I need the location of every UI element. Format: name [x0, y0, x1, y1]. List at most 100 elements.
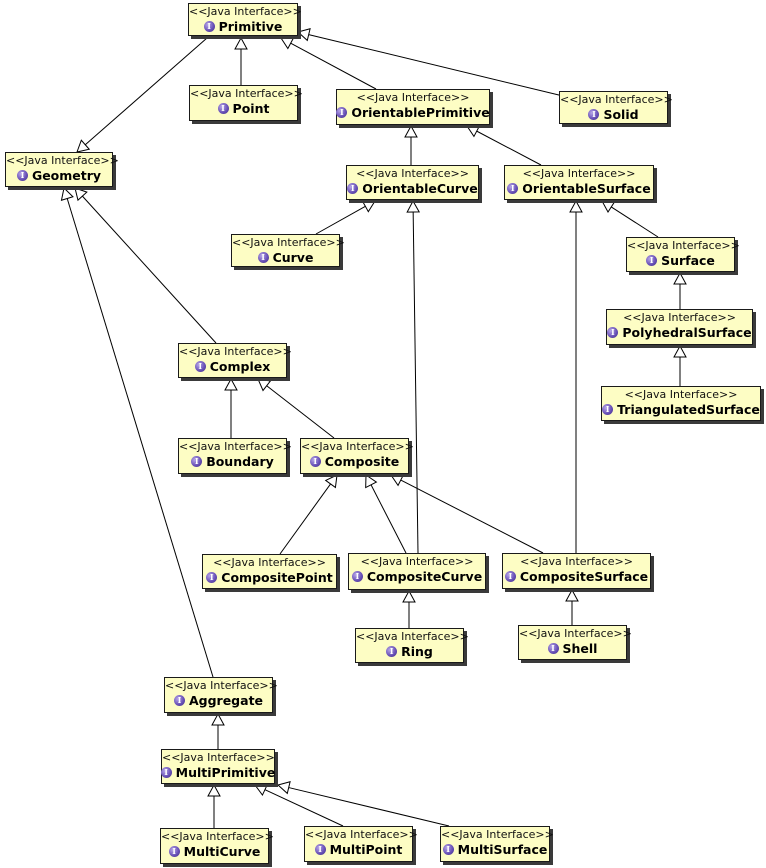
interface-icon: I [191, 456, 203, 467]
generalization-arrowhead [74, 187, 88, 202]
edge-line [400, 479, 544, 554]
stereotype-label: <<Java Interface>> [213, 556, 326, 569]
generalization-arrowhead [276, 781, 291, 795]
generalization-arrowhead [280, 37, 295, 50]
inherits-edge-CompositeCurve-to-Composite [365, 474, 407, 554]
stereotype-label: <<Java Interface>> [356, 91, 470, 104]
inherits-edge-MultiPrimitive-to-Aggregate [211, 712, 225, 749]
stereotype-label: <<Java Interface>> [356, 630, 469, 643]
interface-name: Ring [401, 644, 433, 659]
interface-icon: I [257, 252, 269, 263]
interface-name: OrientableSurface [522, 181, 651, 196]
generalization-arrowhead [361, 200, 376, 213]
interface-name: Surface [661, 253, 715, 268]
inherits-edge-TriangulatedSurface-to-PolyhedralSurface [673, 344, 687, 386]
edge-line [412, 211, 419, 554]
inherits-edge-PolyhedralSurface-to-Surface [673, 271, 687, 309]
stereotype-label: <<Java Interface>> [623, 311, 736, 324]
interface-icon: I [173, 695, 185, 706]
inherits-edge-MultiSurface-to-MultiPrimitive [276, 781, 450, 827]
stereotype-label: <<Java Interface>> [165, 679, 278, 692]
inherits-edge-Curve-to-OrientableCurve [315, 200, 376, 235]
edge-line [610, 206, 659, 238]
stereotype-label: <<Java Interface>> [627, 239, 740, 252]
interface-icon: I [203, 21, 215, 32]
edge-line [288, 787, 450, 827]
edge-line [264, 789, 344, 827]
stereotype-label: <<Java Interface>> [560, 93, 673, 106]
generalization-arrowhead [211, 712, 225, 726]
interface-icon: I [194, 361, 206, 372]
interface-icon: I [309, 456, 321, 467]
generalization-arrowhead [324, 474, 338, 489]
stereotype-label: <<Java Interface>> [6, 154, 119, 167]
stereotype-label: <<Java Interface>> [356, 167, 469, 180]
generalization-arrowhead [565, 588, 579, 602]
generalization-arrowhead [254, 783, 269, 797]
interface-name: MultiCurve [183, 844, 261, 859]
interface-icon: I [547, 643, 559, 654]
inherits-edge-Solid-to-Primitive [296, 28, 564, 97]
generalization-arrowhead [76, 139, 91, 153]
interface-name: CompositePoint [221, 570, 333, 585]
generalization-arrowhead [404, 124, 418, 138]
inherits-edge-Aggregate-to-Geometry [60, 187, 214, 678]
generalization-arrowhead [257, 378, 272, 392]
interface-name: MultiPoint [329, 842, 403, 857]
interface-icon: I [160, 767, 172, 778]
stereotype-label: <<Java Interface>> [519, 627, 632, 640]
interface-icon: I [442, 844, 454, 855]
inherits-edge-CompositeCurve-to-OrientableCurve [406, 199, 421, 554]
stereotype-label: <<Java Interface>> [189, 5, 302, 18]
inherits-edge-Point-to-Primitive [234, 36, 248, 85]
interface-icon: I [206, 572, 218, 583]
inherits-edge-Primitive-to-Geometry [76, 37, 208, 153]
interface-name: PolyhedralSurface [622, 325, 752, 340]
interface-name: OrientableCurve [362, 181, 478, 196]
generalization-arrowhead [601, 200, 616, 213]
edge-line [290, 42, 377, 90]
interface-name: MultiPrimitive [175, 765, 276, 780]
stereotype-label: <<Java Interface>> [190, 87, 303, 100]
stereotype-label: <<Java Interface>> [179, 345, 292, 358]
interface-name: CompositeCurve [366, 569, 483, 584]
